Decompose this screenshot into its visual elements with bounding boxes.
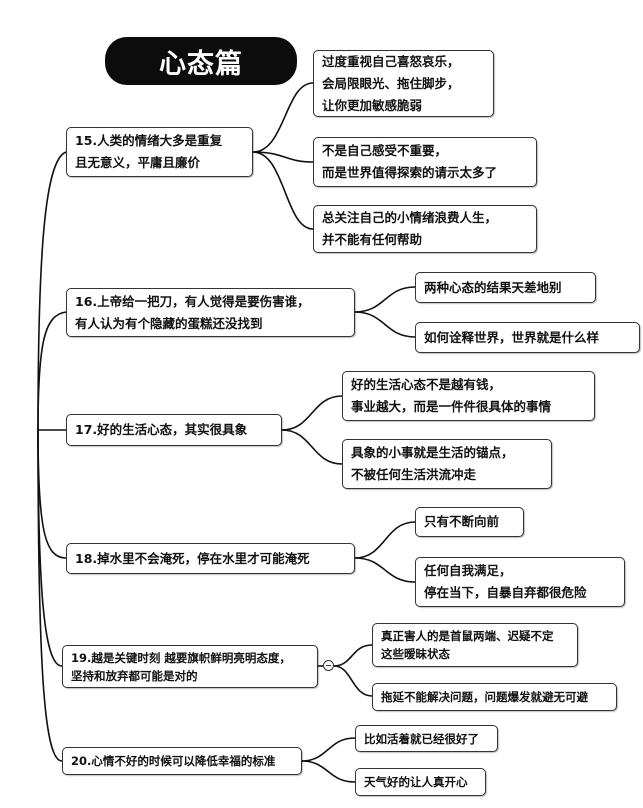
topic-line: 19.越是关键时刻 越要旗帜鲜明亮明态度， (71, 650, 291, 665)
collapse-toggle-icon[interactable] (323, 660, 334, 671)
topic-line: 16.上帝给一把刀，有人觉得是要伤害谁， (75, 293, 310, 309)
topic-19[interactable]: 19.越是关键时刻 越要旗帜鲜明亮明态度， 坚持和放弃都可能是对的 (62, 645, 318, 688)
topic-17[interactable]: 17.好的生活心态，其实很具象 (66, 414, 282, 446)
subtopic-line: 让你更加敏感脆弱 (322, 97, 423, 113)
topic-15[interactable]: 15.人类的情绪大多是重复 且无意义，平庸且廉价 (66, 127, 253, 177)
subtopic[interactable]: 好的生活心态不是越有钱， 事业越大，而是一件件很具体的事情 (342, 371, 595, 421)
subtopic-line: 具象的小事就是生活的锚点， (351, 445, 514, 460)
topic-line: 15.人类的情绪大多是重复 (75, 133, 223, 148)
subtopic-line: 比如活着就已经很好了 (364, 731, 479, 746)
subtopic-line: 拖延不能解决问题，问题爆发就避无可避 (381, 690, 588, 704)
topic-line: 且无意义，平庸且廉价 (75, 155, 201, 170)
subtopic-line: 停在当下，自暴自弃都很危险 (424, 585, 587, 600)
subtopic-line: 会局限眼光、拖住脚步， (322, 75, 460, 91)
subtopic-line: 好的生活心态不是越有钱， (351, 377, 502, 392)
subtopic[interactable]: 任何自我满足， 停在当下，自暴自弃都很危险 (415, 557, 625, 607)
subtopic-line: 如何诠释世界，世界就是什么样 (424, 329, 600, 345)
topic-line: 有人认为有个隐藏的蛋糕还没找到 (75, 315, 263, 331)
topic-line: 坚持和放弃都可能是对的 (71, 668, 198, 683)
subtopic-line: 事业越大，而是一件件很具体的事情 (351, 399, 552, 414)
subtopic-line: 总关注自己的小情绪浪费人生， (322, 210, 498, 225)
subtopic[interactable]: 真正害人的是首鼠两端、迟疑不定 这些暧昧状态 (372, 623, 578, 667)
subtopic-line: 而是世界值得探索的请示太多了 (322, 165, 498, 180)
subtopic-line: 过度重视自己喜怒哀乐， (322, 53, 460, 69)
spine-to-16 (37, 311, 67, 431)
subtopic-line: 天气好的让人真开心 (364, 775, 468, 789)
subtopic[interactable]: 具象的小事就是生活的锚点， 不被任何生活洪流冲走 (342, 439, 552, 489)
subtopic[interactable]: 不是自己感受不重要， 而是世界值得探索的请示太多了 (313, 137, 537, 187)
subtopic[interactable]: 拖延不能解决问题，问题爆发就避无可避 (372, 683, 617, 711)
spine-to-18 (37, 429, 67, 559)
subtopic-line: 两种心态的结果天差地别 (424, 279, 562, 295)
topic-16[interactable]: 16.上帝给一把刀，有人觉得是要伤害谁， 有人认为有个隐藏的蛋糕还没找到 (66, 288, 355, 337)
subtopic-line: 真正害人的是首鼠两端、迟疑不定 (381, 629, 554, 643)
subtopic[interactable]: 只有不断向前 (415, 507, 524, 537)
subtopic[interactable]: 天气好的让人真开心 (355, 768, 486, 796)
subtopic[interactable]: 比如活着就已经很好了 (355, 725, 498, 752)
spine-to-20 (37, 429, 63, 762)
subtopic[interactable]: 如何诠释世界，世界就是什么样 (415, 322, 640, 353)
topic-line: 20.心情不好的时候可以降低幸福的标准 (71, 754, 276, 768)
topic-line: 17.好的生活心态，其实很具象 (75, 422, 248, 437)
subtopic-line: 只有不断向前 (424, 514, 500, 529)
subtopic-line: 不被任何生活洪流冲走 (351, 467, 477, 482)
spine-to-15 (37, 151, 67, 431)
subtopic-line: 这些暧昧状态 (381, 647, 450, 661)
subtopic-line: 不是自己感受不重要， (322, 143, 448, 158)
topic-line: 18.掉水里不会淹死，停在水里才可能淹死 (75, 550, 310, 566)
subtopic[interactable]: 两种心态的结果天差地别 (415, 272, 596, 303)
subtopic-line: 任何自我满足， (424, 563, 512, 578)
topic-18[interactable]: 18.掉水里不会淹死，停在水里才可能淹死 (66, 543, 355, 574)
page-title: 心态篇 (105, 37, 297, 85)
subtopic[interactable]: 总关注自己的小情绪浪费人生， 并不能有任何帮助 (313, 205, 537, 253)
topic-20[interactable]: 20.心情不好的时候可以降低幸福的标准 (62, 747, 302, 775)
subtopic[interactable]: 过度重视自己喜怒哀乐， 会局限眼光、拖住脚步， 让你更加敏感脆弱 (313, 50, 494, 117)
subtopic-line: 并不能有任何帮助 (322, 232, 423, 247)
